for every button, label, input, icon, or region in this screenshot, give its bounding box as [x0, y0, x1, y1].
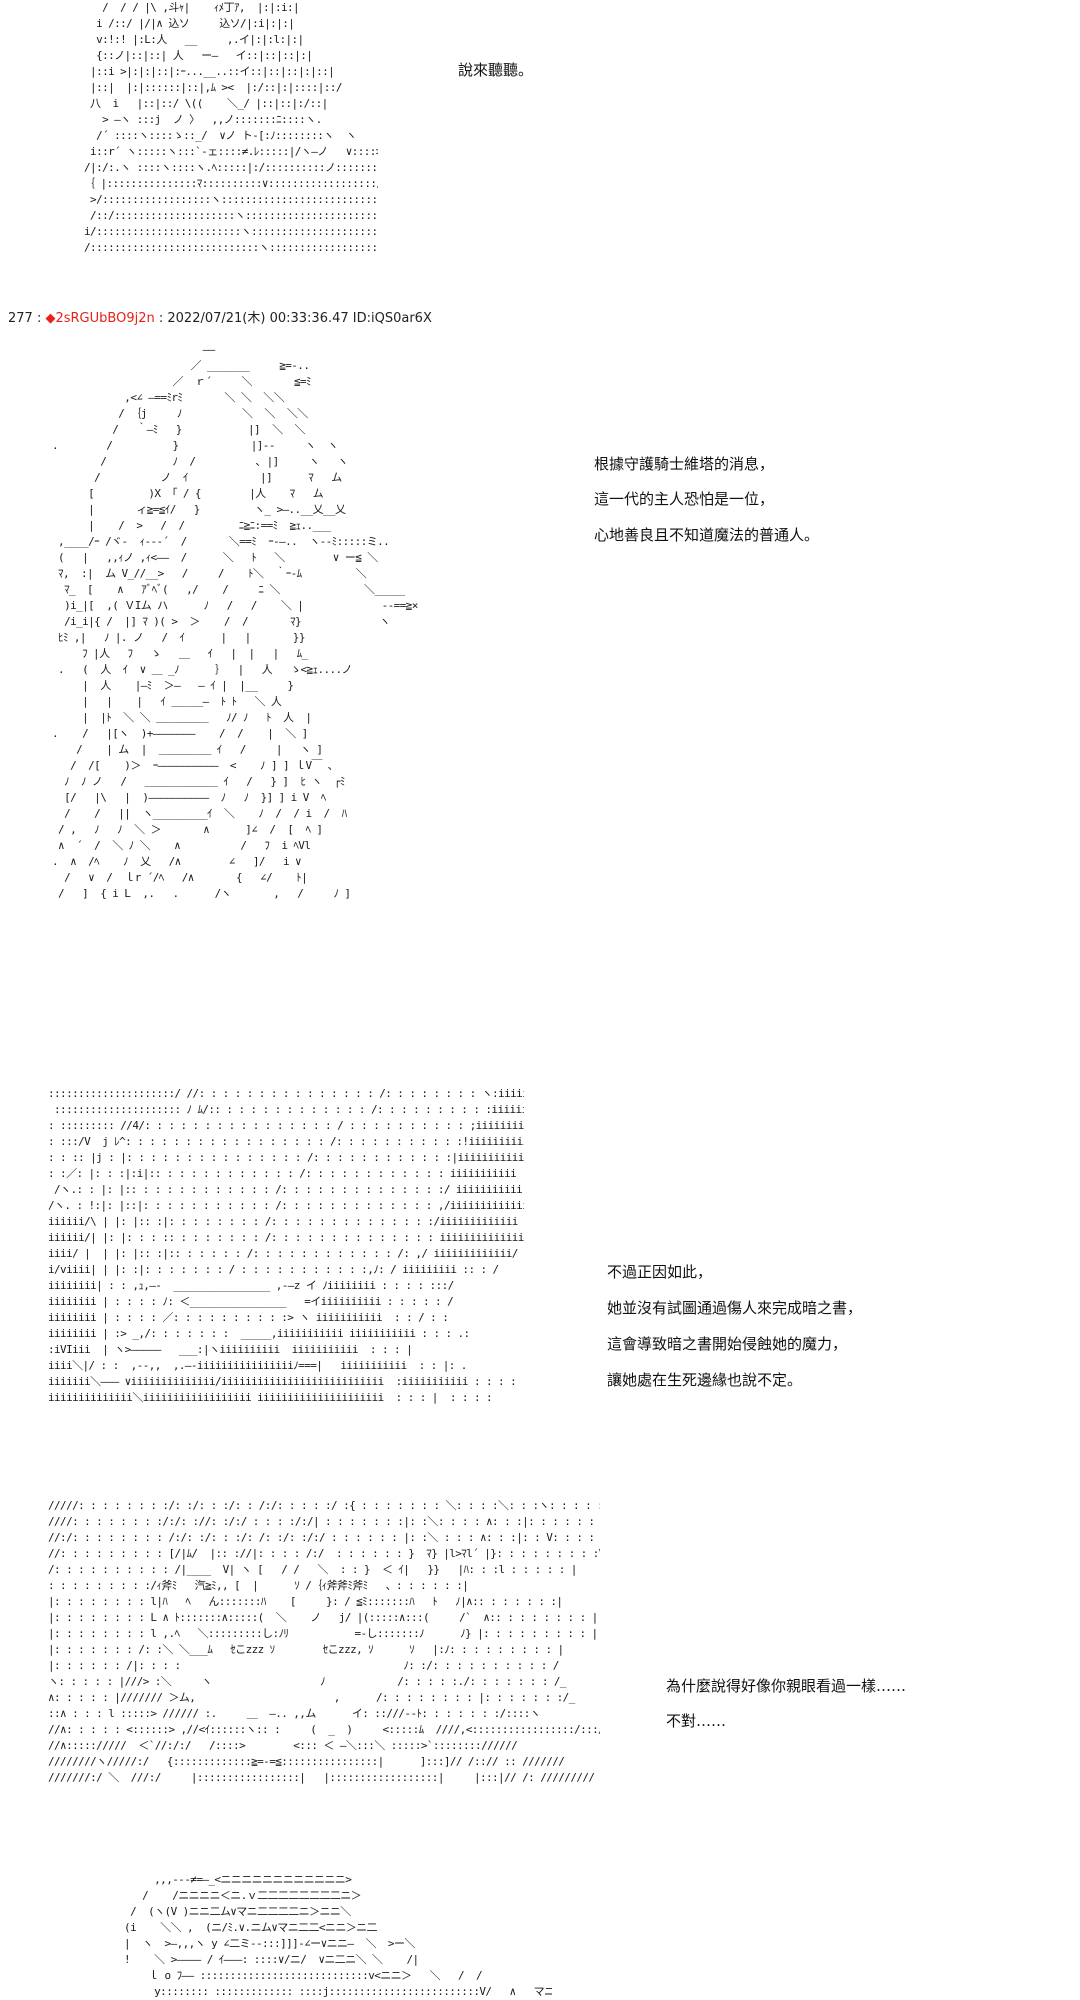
ascii-art-shaded-scene: :::::::::::::::::::::/ //: : : : : : : :… [48, 1087, 524, 1404]
ascii-art-figure-top: / / / |\ ,斗ｬ| ｨﾒ丁ｱ, |:|:i:| i /::/ |/|∧ … [84, 1, 378, 254]
poster-trip[interactable]: ◆2sRGUbBO9j2n [45, 311, 155, 326]
caption-panel2-line3: 這會導致暗之書開始侵蝕她的魔力， [607, 1335, 848, 1353]
caption-panel1-line1: 根據守護騎士維塔的消息， [594, 455, 775, 473]
ascii-art-figure-bottom: ,,,---≠=―_<ニニニニニニニニニニニニ> / /ニニニニ＜ニ.ｖ二二二二… [124, 1873, 552, 1998]
ascii-art-sleeping-face: /////: : : : : : : :/: :/: : :/: : /:/: … [48, 1499, 600, 1784]
post-header: 277 : ◆2sRGUbBO9j2n : 2022/07/21(木) 00:3… [8, 310, 432, 328]
caption-panel2-line2: 她並沒有試圖通過傷人來完成暗之書， [607, 1299, 863, 1317]
post-separator: : [32, 311, 46, 326]
caption-panel0-line1: 說來聽聽。 [458, 61, 534, 79]
caption-panel2-line1: 不過正因如此， [607, 1263, 713, 1281]
ascii-art-armored-figure: ―― ／ _______ ≧=-.. ／ ｒ´ ＼ ≦=ﾐ ,<∠ ―==ﾐrﾐ… [52, 343, 418, 900]
caption-panel2-line4: 讓她處在生死邊緣也說不定。 [607, 1371, 803, 1389]
post-separator: : [154, 311, 168, 326]
post-number: 277 [8, 311, 33, 326]
post-datetime: 2022/07/21(木) 00:33:36.47 ID:iQS0ar6X [167, 311, 432, 326]
caption-panel3-line2: 不對…… [666, 1712, 727, 1730]
caption-panel1-line3: 心地善良且不知道魔法的普通人。 [594, 526, 820, 544]
caption-panel3-line1: 為什麼說得好像你親眼看過一樣…… [666, 1677, 907, 1695]
caption-panel1-line2: 這一代的主人恐怕是一位， [594, 490, 775, 508]
